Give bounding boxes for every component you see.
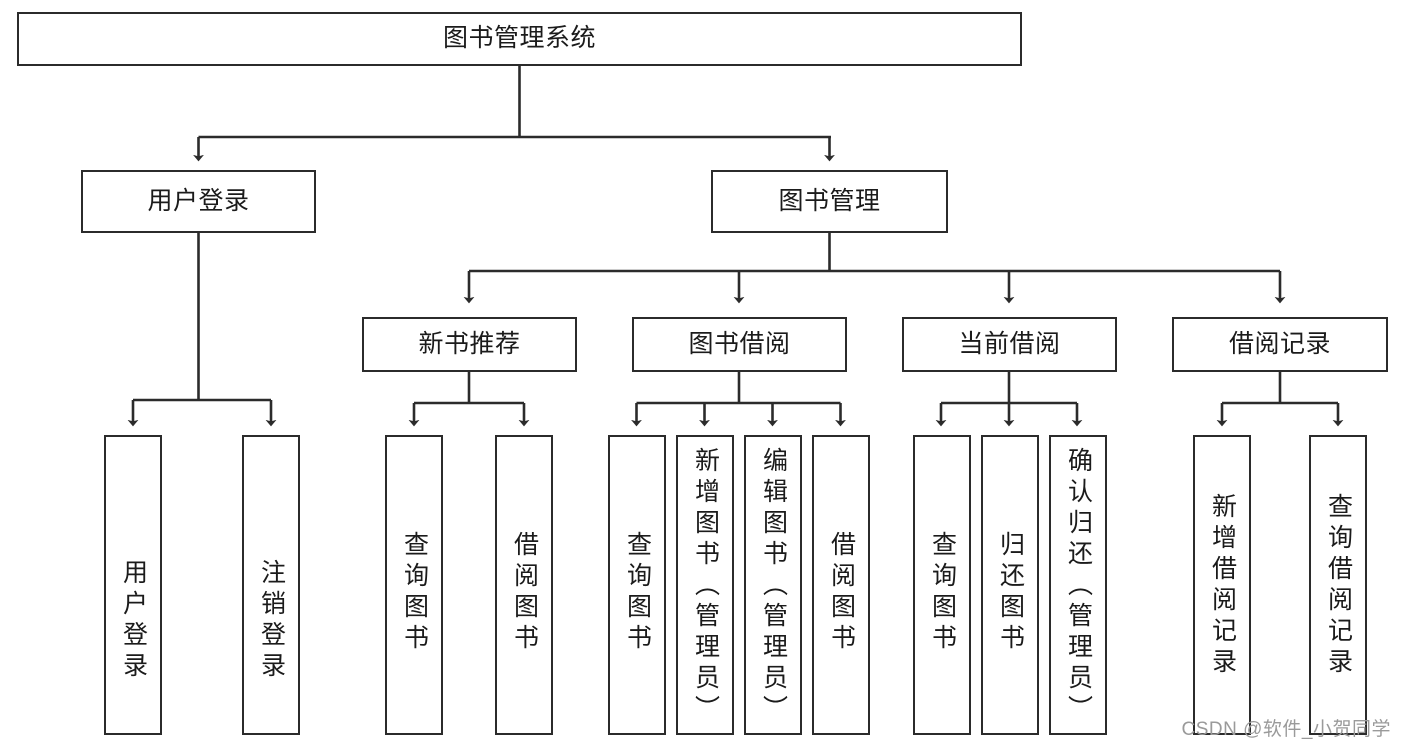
node-label: 归还图书 [996, 531, 1025, 655]
leaf-current-borrow-query[interactable]: 查询图书 [913, 435, 971, 735]
leaf-current-borrow-return[interactable]: 归还图书 [981, 435, 1039, 735]
node-label: 图书管理系统 [442, 24, 596, 53]
node-label: 新增图书（管理员） [691, 447, 720, 726]
node-label: 当前借阅 [958, 329, 1061, 358]
node-label: 图书借阅 [688, 329, 791, 358]
leaf-borrow-record-query[interactable]: 查询借阅记录 [1309, 435, 1367, 735]
leaf-current-borrow-confirm-return[interactable]: 确认归还（管理员） [1049, 435, 1107, 735]
node-label: 查询图书 [623, 531, 652, 655]
node-label: 用户登录 [147, 186, 250, 215]
leaf-book-borrow-query[interactable]: 查询图书 [608, 435, 666, 735]
leaf-borrow-record-add[interactable]: 新增借阅记录 [1193, 435, 1251, 735]
node-user-login[interactable]: 用户登录 [81, 170, 316, 233]
node-label: 确认归还（管理员） [1064, 447, 1093, 726]
node-borrow-record[interactable]: 借阅记录 [1172, 317, 1388, 372]
node-label: 借阅图书 [827, 531, 856, 655]
leaf-user-login-login[interactable]: 用户登录 [104, 435, 162, 735]
node-new-book-recommend[interactable]: 新书推荐 [362, 317, 577, 372]
node-book-management[interactable]: 图书管理 [711, 170, 948, 233]
node-label: 借阅记录 [1228, 329, 1331, 358]
node-root-system[interactable]: 图书管理系统 [17, 12, 1022, 66]
node-label: 借阅图书 [510, 531, 539, 655]
node-label: 注销登录 [257, 559, 286, 683]
leaf-book-borrow-add[interactable]: 新增图书（管理员） [676, 435, 734, 735]
node-label: 新增借阅记录 [1208, 493, 1237, 679]
node-label: 图书管理 [778, 186, 881, 215]
node-label: 查询图书 [400, 531, 429, 655]
leaf-book-borrow-borrow[interactable]: 借阅图书 [812, 435, 870, 735]
leaf-user-login-logout[interactable]: 注销登录 [242, 435, 300, 735]
node-label: 编辑图书（管理员） [759, 447, 788, 726]
node-book-borrow[interactable]: 图书借阅 [632, 317, 847, 372]
node-label: 用户登录 [119, 559, 148, 683]
node-label: 查询图书 [928, 531, 957, 655]
leaf-new-book-borrow[interactable]: 借阅图书 [495, 435, 553, 735]
node-current-borrow[interactable]: 当前借阅 [902, 317, 1117, 372]
leaf-book-borrow-edit[interactable]: 编辑图书（管理员） [744, 435, 802, 735]
leaf-new-book-query[interactable]: 查询图书 [385, 435, 443, 735]
node-label: 查询借阅记录 [1324, 493, 1353, 679]
watermark-text: CSDN @软件_小贺同学 [1181, 719, 1391, 740]
node-label: 新书推荐 [418, 329, 521, 358]
